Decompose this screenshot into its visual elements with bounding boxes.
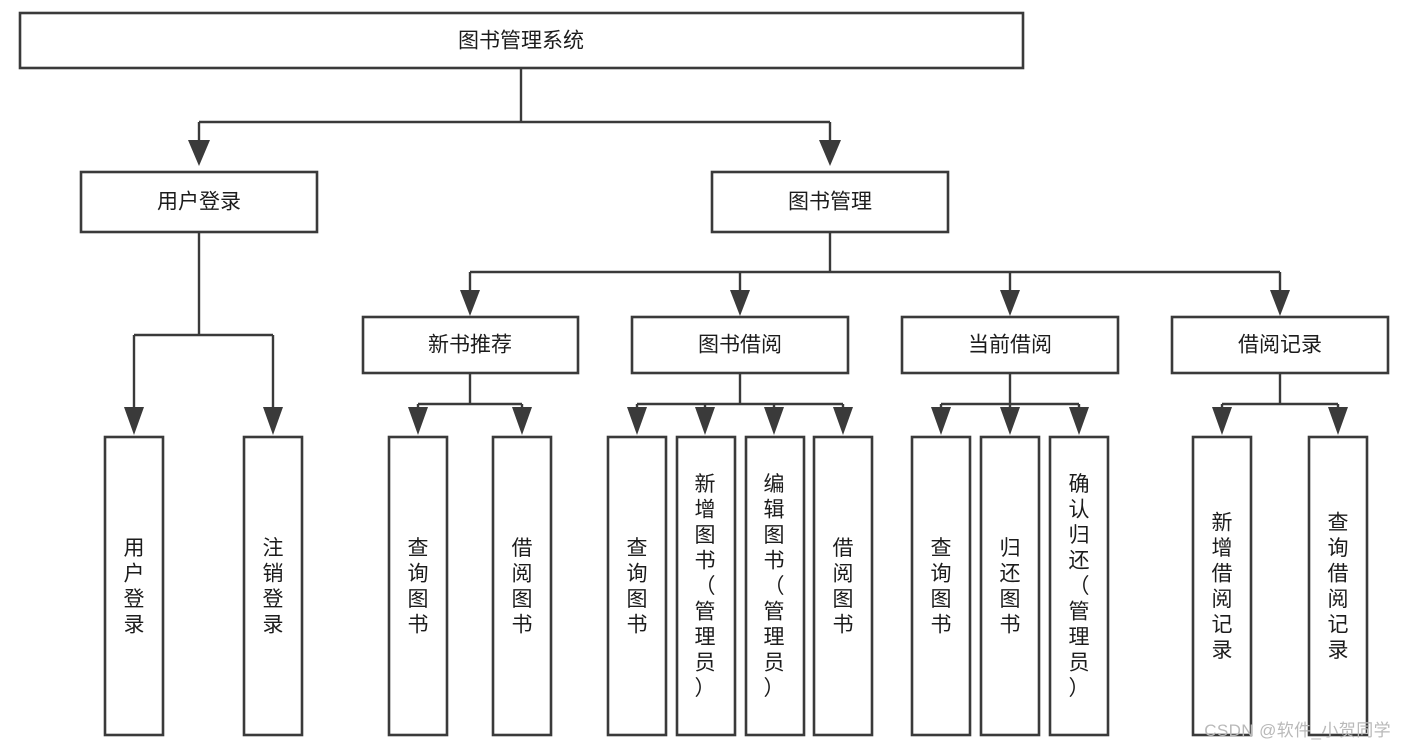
leaf-box[interactable] — [1191, 435, 1253, 737]
arrow-head-icon — [263, 407, 283, 435]
arrow-head-icon — [460, 290, 480, 316]
leaf-node-user-login-2[interactable]: 注销登录 — [242, 435, 304, 737]
leaf-box[interactable] — [1307, 435, 1369, 737]
connector-group-book-management — [460, 232, 1290, 316]
arrow-head-icon — [730, 290, 750, 316]
leaf-node-current-borrow-1[interactable]: 查询图书 — [910, 435, 972, 737]
leaf-node-borrow-records-2[interactable]: 查询借阅记录 — [1307, 435, 1369, 737]
arrow-head-icon — [833, 407, 853, 435]
arrow-head-icon — [1270, 290, 1290, 316]
connector-group-root — [188, 68, 841, 166]
leaf-box[interactable] — [242, 435, 304, 737]
node-borrow-records[interactable]: 借阅记录 — [1170, 315, 1390, 375]
connector-group-user-login — [124, 232, 283, 435]
node-current-borrow-box[interactable] — [900, 315, 1120, 375]
arrow-head-icon — [695, 407, 715, 435]
leaf-node-new-book-1[interactable]: 查询图书 — [387, 435, 449, 737]
node-current-borrow-label: 当前借阅 — [968, 334, 1052, 357]
arrow-head-icon — [627, 407, 647, 435]
arrow-head-icon — [819, 140, 841, 166]
connector-group-borrow-records — [1212, 373, 1348, 435]
leaf-node-book-borrow-3[interactable]: 编辑图书（管理员） — [744, 435, 806, 737]
arrow-head-icon — [1069, 407, 1089, 435]
leaf-label: 查询图书 — [931, 537, 952, 637]
leaf-node-current-borrow-3[interactable]: 确认归还（管理员） — [1048, 435, 1110, 737]
node-new-book-recommend-box[interactable] — [361, 315, 580, 375]
leaf-box[interactable] — [979, 435, 1041, 737]
node-new-book-recommend[interactable]: 新书推荐 — [361, 315, 580, 375]
leaf-label: 借阅图书 — [833, 537, 854, 637]
node-root-box[interactable] — [18, 11, 1025, 70]
arrow-head-icon — [124, 407, 144, 435]
leaf-label: 新增借阅记录 — [1212, 511, 1233, 662]
leaf-label: 归还图书 — [1000, 537, 1021, 637]
leaf-label: 编辑图书（管理员） — [764, 473, 785, 700]
leaf-box[interactable] — [910, 435, 972, 737]
leaf-box[interactable] — [1048, 435, 1110, 737]
leaf-label: 查询借阅记录 — [1328, 511, 1349, 662]
leaf-box[interactable] — [387, 435, 449, 737]
node-user-login-label: 用户登录 — [157, 191, 241, 214]
leaf-label: 借阅图书 — [512, 537, 533, 637]
node-new-book-recommend-label: 新书推荐 — [428, 334, 512, 357]
leaf-box[interactable] — [812, 435, 874, 737]
connector-group-book-borrow — [627, 373, 853, 435]
node-book-management-box[interactable] — [710, 170, 950, 234]
leaf-node-book-borrow-4[interactable]: 借阅图书 — [812, 435, 874, 737]
node-borrow-records-label: 借阅记录 — [1238, 334, 1322, 357]
leaf-box[interactable] — [606, 435, 668, 737]
node-current-borrow[interactable]: 当前借阅 — [900, 315, 1120, 375]
leaf-box[interactable] — [744, 435, 806, 737]
leaf-label: 新增图书（管理员） — [695, 473, 716, 700]
node-book-management[interactable]: 图书管理 — [710, 170, 950, 234]
leaf-label: 用户登录 — [124, 537, 145, 637]
node-book-borrow-box[interactable] — [630, 315, 850, 375]
node-user-login-box[interactable] — [79, 170, 319, 234]
leaf-node-current-borrow-2[interactable]: 归还图书 — [979, 435, 1041, 737]
arrow-head-icon — [408, 407, 428, 435]
leaf-box[interactable] — [491, 435, 553, 737]
arrow-head-icon — [188, 140, 210, 166]
arrow-head-icon — [512, 407, 532, 435]
arrow-head-icon — [1000, 407, 1020, 435]
leaf-box[interactable] — [675, 435, 737, 737]
node-book-borrow[interactable]: 图书借阅 — [630, 315, 850, 375]
node-book-management-label: 图书管理 — [788, 191, 872, 214]
node-root[interactable]: 图书管理系统 — [18, 11, 1025, 70]
connector-group-current-borrow — [931, 373, 1089, 435]
leaf-node-user-login-1[interactable]: 用户登录 — [103, 435, 165, 737]
leaf-node-book-borrow-2[interactable]: 新增图书（管理员） — [675, 435, 737, 737]
node-borrow-records-box[interactable] — [1170, 315, 1390, 375]
connector-group-new-book — [408, 373, 532, 435]
arrow-head-icon — [931, 407, 951, 435]
node-book-borrow-label: 图书借阅 — [698, 334, 782, 357]
leaf-node-new-book-2[interactable]: 借阅图书 — [491, 435, 553, 737]
leaf-label: 查询图书 — [408, 537, 429, 637]
csdn-watermark: CSDN @软件_小贺同学 — [1204, 721, 1391, 740]
node-root-label: 图书管理系统 — [458, 30, 584, 53]
node-user-login[interactable]: 用户登录 — [79, 170, 319, 234]
leaf-node-book-borrow-1[interactable]: 查询图书 — [606, 435, 668, 737]
arrow-head-icon — [764, 407, 784, 435]
arrow-head-icon — [1328, 407, 1348, 435]
arrow-head-icon — [1000, 290, 1020, 316]
leaf-node-borrow-records-1[interactable]: 新增借阅记录 — [1191, 435, 1253, 737]
leaf-label: 确认归还（管理员） — [1069, 473, 1090, 700]
leaf-label: 查询图书 — [627, 537, 648, 637]
arrow-head-icon — [1212, 407, 1232, 435]
leaf-label: 注销登录 — [263, 537, 284, 637]
leaf-box[interactable] — [103, 435, 165, 737]
